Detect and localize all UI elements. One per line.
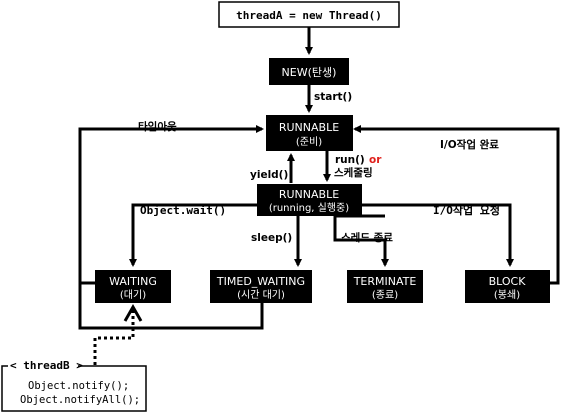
label-io-request: I/O작업 요청 <box>433 203 500 217</box>
edge-object-wait <box>129 203 257 267</box>
state-waiting: WAITING (대기) <box>95 270 171 303</box>
label-run: run() <box>335 154 365 166</box>
edge-io-done <box>353 125 560 285</box>
state-block: BLOCK (봉쇄) <box>465 270 550 303</box>
state-waiting-label: WAITING <box>109 275 157 288</box>
notify-arrowhead <box>123 303 143 322</box>
state-terminate: TERMINATE (종료) <box>347 270 423 303</box>
label-io-done: I/O작업 완료 <box>440 138 499 151</box>
state-runnable-ready-label: RUNNABLE <box>279 121 339 134</box>
edge-thread-end <box>333 216 389 267</box>
state-runnable-running-sub: (running, 실행중) <box>269 202 349 214</box>
threadb-note-title: < threadB > <box>10 359 83 372</box>
label-yield: yield() <box>250 169 288 181</box>
create-box: threadA = new Thread() <box>218 1 400 28</box>
state-runnable-running-label: RUNNABLE <box>279 188 339 201</box>
label-scheduling: 스케줄링 <box>334 166 373 179</box>
state-terminate-label: TERMINATE <box>353 275 417 288</box>
label-object-wait: Object.wait() <box>140 204 226 217</box>
edges <box>78 27 560 365</box>
state-runnable-running: RUNNABLE (running, 실행중) <box>257 184 362 216</box>
label-timeout: 타임아웃 <box>138 120 177 133</box>
label-or: or <box>369 154 382 166</box>
label-thread-end: 스레드 종료 <box>341 231 393 244</box>
state-runnable-ready-sub: (준비) <box>296 136 322 148</box>
threadb-note-notify: Object.notify(); <box>28 380 129 392</box>
create-box-label: threadA = new Thread() <box>236 9 382 22</box>
edge-timeout <box>78 125 264 285</box>
state-block-sub: (봉쇄) <box>494 289 520 301</box>
state-timed-waiting-sub: (시간 대기) <box>237 289 285 301</box>
edge-io-request <box>362 203 514 267</box>
state-runnable-ready: RUNNABLE (준비) <box>266 115 353 151</box>
label-start: start() <box>314 91 352 103</box>
edge-timeout-from-timed <box>78 283 264 330</box>
state-terminate-sub: (종료) <box>372 289 398 301</box>
state-block-label: BLOCK <box>489 275 527 288</box>
threadb-note: < threadB > Object.notify(); Object.noti… <box>1 358 147 412</box>
state-new: NEW(탄생) <box>269 58 349 85</box>
state-new-label: NEW(탄생) <box>282 66 337 79</box>
state-timed-waiting: TIMED_WAITING (시간 대기) <box>210 270 312 303</box>
edge-notify <box>93 309 135 365</box>
state-waiting-sub: (대기) <box>120 289 146 301</box>
threadb-note-notify-all: Object.notifyAll(); <box>20 394 140 406</box>
label-sleep: sleep() <box>251 232 292 244</box>
state-timed-waiting-label: TIMED_WAITING <box>216 275 305 288</box>
